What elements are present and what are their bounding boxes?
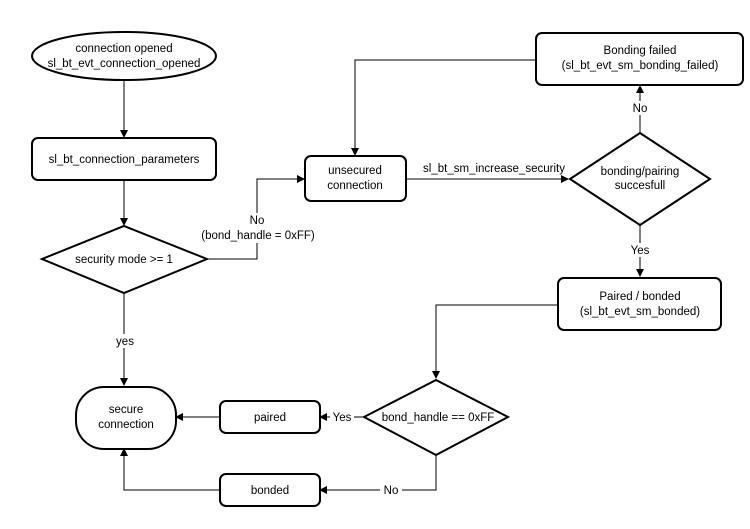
node-paired: paired [219,400,321,434]
node-paired-bonded-line1: Paired / bonded [599,291,680,303]
edge-label-increase-security: sl_bt_sm_increase_security [423,163,565,175]
node-connection-opened-line1: connection opened [75,43,172,55]
node-paired-label: paired [254,412,286,424]
edge-label-yes-security: yes [116,336,134,348]
edge-label-no-failed: No [633,103,648,115]
edge-bonded-to-secure [120,448,219,491]
node-bonded-label: bonded [251,485,289,497]
node-bonding-pairing-line1: bonding/pairing [601,166,680,178]
edge-paired-bonded-to-bond-check [432,304,558,379]
node-unsecured-connection-line1: unsecured [328,165,382,177]
node-connection-opened-line2: sl_bt_evt_connection_opened [48,58,201,70]
edge-label-yes-bond: Yes [333,412,352,424]
edge-bond-check-to-bonded [319,456,437,494]
node-secure-connection-line1: secure [109,404,144,416]
edge-label-yes-paired: Yes [631,245,650,257]
node-bonding-failed-line1: Bonding failed [604,45,677,57]
edge-label-no-bond: No [384,485,399,497]
edge-label-bond-handle-ff: (bond_handle = 0xFF) [201,230,315,242]
node-bonding-failed: Bonding failed (sl_bt_evt_sm_bonding_fai… [535,32,744,86]
node-paired-bonded: Paired / bonded (sl_bt_evt_sm_bonded) [557,277,722,331]
node-unsecured-connection-line2: connection [327,180,383,192]
node-security-mode-label: security mode >= 1 [75,254,173,266]
node-connection-parameters-label: sl_bt_connection_parameters [49,154,200,166]
node-bond-handle-label: bond_handle == 0xFF [382,412,495,424]
edge-failed-to-unsecured [351,59,535,156]
node-security-mode-decision: security mode >= 1 [39,224,210,295]
edge-label-no-security: No [250,215,265,227]
node-secure-connection: secure connection [75,386,177,450]
node-connection-parameters: sl_bt_connection_parameters [31,137,217,181]
node-bonded: bonded [219,473,321,507]
node-secure-connection-line2: connection [98,419,154,431]
node-bonding-pairing-line2: succesfull [615,180,666,192]
node-unsecured-connection: unsecured connection [304,155,407,202]
node-bonding-pairing-decision: bonding/pairing succesfull [568,131,712,227]
node-bond-handle-decision: bond_handle == 0xFF [361,378,511,457]
node-connection-opened: connection opened sl_bt_evt_connection_o… [31,31,217,81]
node-paired-bonded-line2: (sl_bt_evt_sm_bonded) [580,306,700,318]
node-bonding-failed-line2: (sl_bt_evt_sm_bonding_failed) [562,60,719,72]
